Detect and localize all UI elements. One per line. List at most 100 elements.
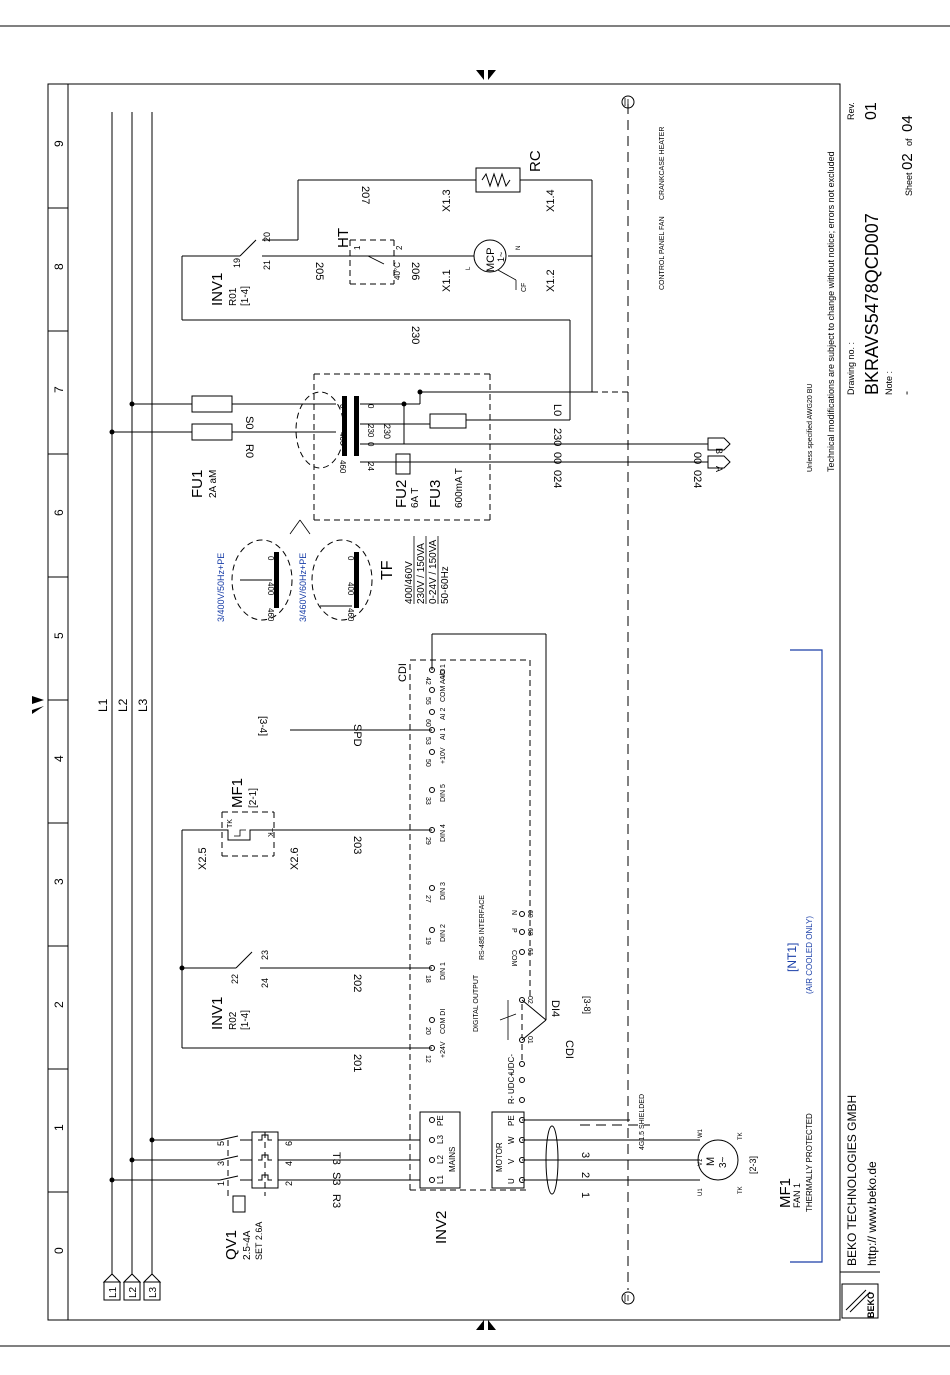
svg-text:[1-4]: [1-4] [240, 286, 251, 306]
svg-text:22: 22 [230, 974, 240, 984]
mf1-top-name: MF1 [229, 778, 246, 808]
svg-text:TK: TK [227, 819, 234, 828]
svg-text:W1: W1 [698, 1128, 704, 1138]
note-value: - [899, 391, 913, 395]
svg-text:230: 230 [382, 424, 392, 439]
svg-text:N: N [516, 246, 522, 250]
mf1-thermal: X2.5 X2.6 TK TK MF1 [2-1] 203 [182, 778, 432, 870]
svg-text:R01: R01 [228, 287, 239, 306]
svg-text:M: M [705, 1157, 717, 1166]
svg-text:024: 024 [551, 470, 563, 488]
cdi-line: CDI [397, 633, 547, 1020]
col-6: 6 [52, 509, 66, 516]
svg-text:DIN 3: DIN 3 [440, 882, 447, 900]
sheet-total: 04 [899, 115, 916, 132]
qv1-t5: 5 [216, 1141, 226, 1146]
spd-line: SPD [3-4] [257, 716, 432, 747]
output-a: A [714, 466, 724, 472]
svg-text:COM DI: COM DI [440, 1009, 447, 1034]
inv2-mains-label: MAINS [448, 1147, 457, 1172]
svg-text:0: 0 [266, 556, 275, 561]
svg-text:DIN 1: DIN 1 [440, 962, 447, 980]
svg-text:460: 460 [346, 608, 355, 622]
tf-name: TF [379, 560, 396, 580]
center-marker-top [476, 70, 496, 80]
svg-text:DIGITAL OUTPUT: DIGITAL OUTPUT [473, 974, 480, 1032]
svg-text:L: L [466, 266, 472, 270]
svg-text:24: 24 [366, 462, 375, 471]
svg-text:TK: TK [738, 1132, 744, 1140]
svg-text:COM: COM [510, 950, 517, 967]
col-3: 3 [52, 878, 66, 885]
fu3-name: FU3 [427, 480, 444, 508]
svg-text:202: 202 [351, 974, 363, 992]
svg-text:TK: TK [738, 1186, 744, 1194]
svg-text:P: P [510, 928, 517, 933]
svg-text:R02: R02 [228, 1011, 239, 1030]
svg-text:68: 68 [526, 928, 533, 936]
svg-text:FAN 1: FAN 1 [792, 1183, 802, 1208]
svg-text:42: 42 [424, 677, 431, 685]
inv1-r01-name: INV1 [209, 273, 226, 306]
svg-text:61: 61 [526, 948, 533, 956]
svg-text:[NT1]: [NT1] [785, 943, 799, 972]
svg-text:50: 50 [424, 759, 431, 767]
tech-note: Technical modifications are subject to c… [826, 151, 836, 472]
company-url: http:// www.beko.de [865, 1161, 879, 1266]
rs485-interface: 61 68 69 COM P N RS-485 INTERFACE [479, 895, 533, 967]
beko-logo: BEKO [866, 1292, 876, 1318]
svg-text:+10V: +10V [440, 747, 447, 764]
svg-text:50-60Hz: 50-60Hz [440, 566, 451, 604]
aux-circuits: 19 20 21 INV1 R01 [1-4] 205 206 207 230 … [181, 127, 666, 420]
svg-text:206: 206 [409, 262, 421, 280]
svg-text:400: 400 [346, 582, 355, 596]
sheet-label: Sheet [904, 172, 914, 196]
inv2-motor-w: W [507, 1136, 516, 1144]
svg-text:CDI: CDI [397, 663, 409, 682]
svg-text:1: 1 [579, 1192, 591, 1198]
svg-text:19: 19 [232, 258, 242, 268]
svg-text:29: 29 [424, 837, 431, 845]
inv1-r02: 22 23 24 INV1 R02 [1-4] 201 202 [179, 830, 432, 1072]
svg-text:X1.2: X1.2 [545, 269, 557, 292]
inv2-motor-u: U [507, 1178, 516, 1184]
svg-text:01: 01 [526, 1036, 533, 1044]
svg-text:R0: R0 [243, 444, 255, 458]
col-4: 4 [52, 755, 66, 762]
svg-text:[2-1]: [2-1] [248, 788, 259, 808]
col-9: 9 [52, 140, 66, 147]
mf1-bottom-name: MF1 [777, 1178, 794, 1208]
svg-text:0: 0 [366, 404, 375, 409]
svg-text:27: 27 [424, 895, 431, 903]
qv1-breaker: 1 3 5 2 4 6 QV1 2.5-4A SET 2.6A R3 S3 T3 [109, 1131, 420, 1260]
svg-text:SPD: SPD [351, 724, 363, 747]
fu1-name: FU1 [189, 470, 206, 498]
di4-label: DI4 [549, 1000, 561, 1017]
svg-text:3~: 3~ [718, 1156, 729, 1168]
svg-text:U1: U1 [698, 1188, 704, 1196]
svg-text:20: 20 [424, 1027, 431, 1035]
svg-text:S0: S0 [243, 416, 255, 429]
transformer: R0 S0 FU1 2A aM 0 400 460 0 230 0 24 [109, 373, 731, 622]
svg-text:400/460V: 400/460V [404, 561, 415, 604]
svg-text:600mA T: 600mA T [454, 468, 465, 508]
svg-text:55: 55 [424, 697, 431, 705]
l3-tag: L3 [148, 1286, 159, 1298]
svg-text:DIN 2: DIN 2 [440, 924, 447, 942]
qv1-t1: 1 [216, 1181, 226, 1186]
qv1-set: SET 2.6A [254, 1222, 264, 1260]
company-name: BEKO TECHNOLOGIES GMBH [845, 1095, 859, 1266]
svg-text:460: 460 [338, 460, 347, 474]
svg-text:60: 60 [424, 719, 431, 727]
inv2-motor-pe: PE [507, 1115, 516, 1126]
svg-text:AI 2: AI 2 [440, 707, 447, 720]
svg-text:18: 18 [424, 975, 431, 983]
inv2-motor-v: V [507, 1158, 516, 1164]
di4-ref: [3-8] [582, 996, 592, 1014]
qv1-t4: 4 [284, 1161, 294, 1166]
title-block: BEKO BEKO TECHNOLOGIES GMBH http:// www.… [807, 84, 916, 1320]
qv1-t2: 2 [284, 1181, 294, 1186]
inv2-drive: L1 L2 L3 PE MAINS INV2 U V W PE MOTOR R-… [409, 659, 646, 1244]
l3-label: L3 [136, 698, 150, 712]
